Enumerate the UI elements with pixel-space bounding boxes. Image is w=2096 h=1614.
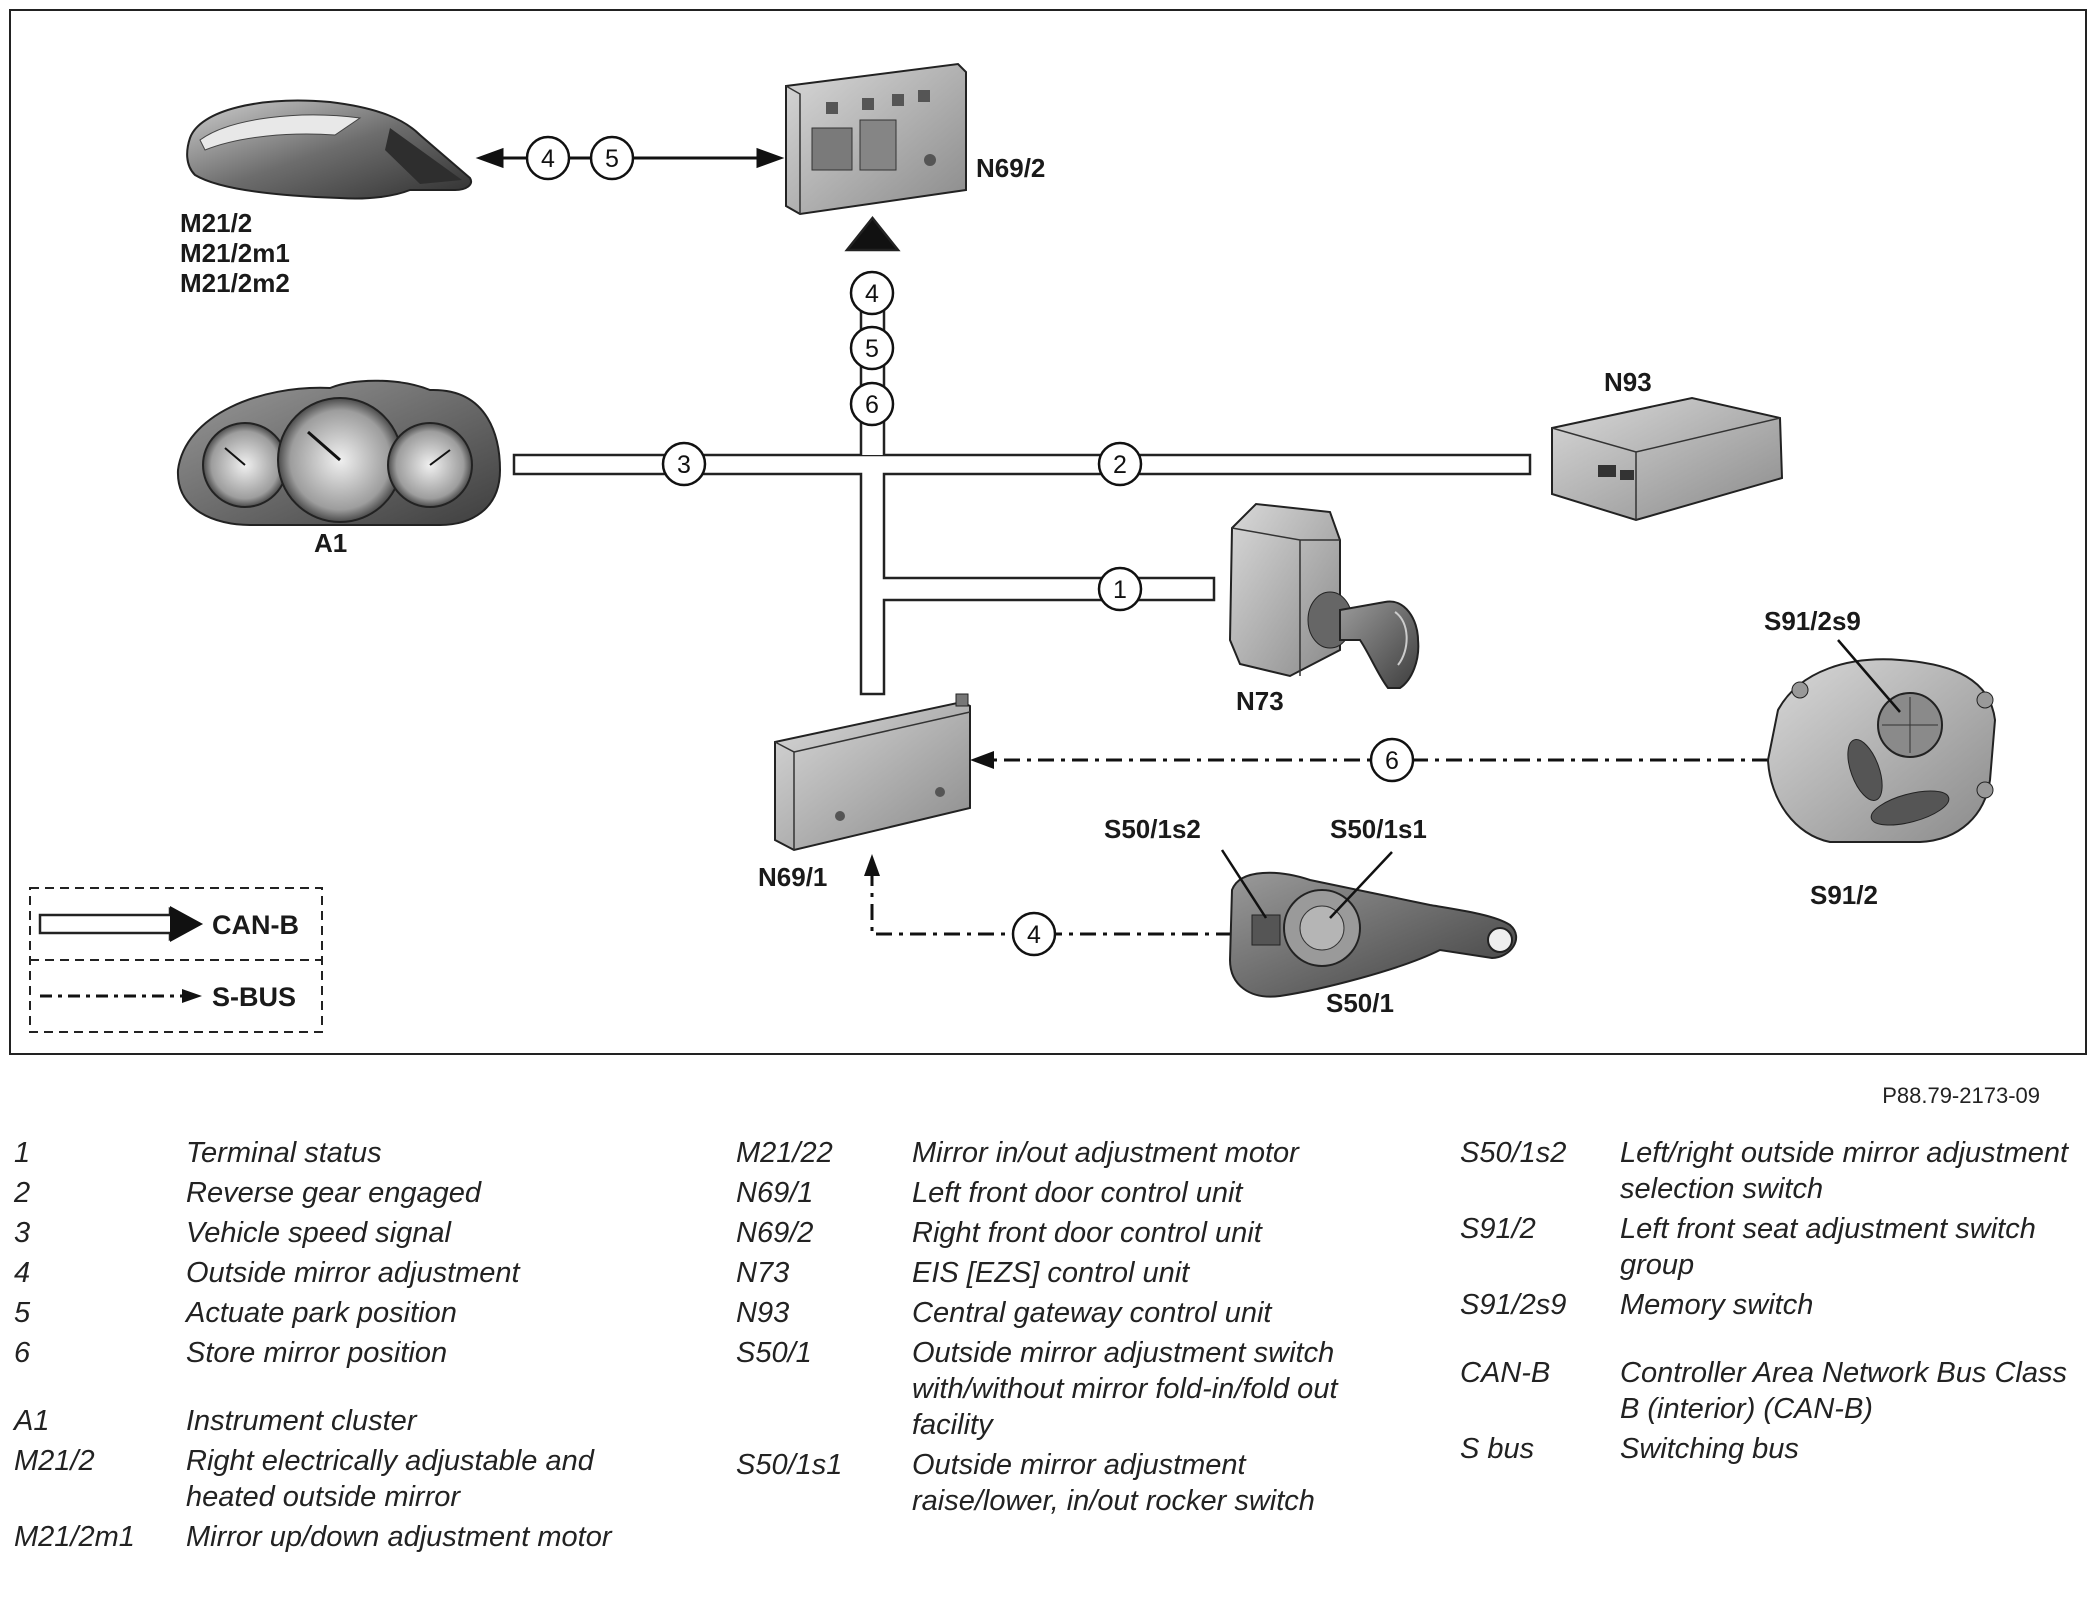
s91-2-seat-switch-illustration [1766, 639, 1997, 843]
signal-circle-up-5: 5 [849, 325, 895, 371]
label-a1: A1 [314, 528, 347, 558]
signal-circle-sbus-4: 4 [1011, 911, 1057, 957]
label-m21-2m1: M21/2m1 [180, 238, 290, 268]
label-m21-2: M21/2 [180, 208, 252, 238]
svg-text:4: 4 [541, 145, 555, 173]
label-n69-2: N69/2 [976, 153, 1045, 183]
label-s91-2: S91/2 [1810, 880, 1878, 910]
signal-circles: 4 5 4 5 6 3 2 1 6 4 [525, 135, 1415, 957]
label-m21-2m2: M21/2m2 [180, 268, 290, 298]
diagram-frame [9, 9, 2087, 1055]
bus-legend: CAN-B S-BUS [29, 887, 323, 1033]
legend-can-b-label: CAN-B [212, 910, 299, 940]
svg-text:4: 4 [1027, 921, 1041, 949]
label-s50-1s2: S50/1s2 [1104, 814, 1201, 844]
svg-text:5: 5 [865, 335, 879, 363]
svg-text:1: 1 [1113, 576, 1127, 604]
instrument-cluster-illustration [176, 379, 502, 526]
signal-circle-up-4: 4 [849, 270, 895, 316]
signal-circle-bus-3: 3 [661, 441, 707, 487]
n73-ignition-illustration [1228, 502, 1420, 689]
label-s50-1s1: S50/1s1 [1330, 814, 1427, 844]
n69-1-control-unit [774, 693, 971, 852]
label-n73: N73 [1236, 686, 1284, 716]
signal-circle-bus-1: 1 [1097, 566, 1143, 612]
svg-text:4: 4 [865, 280, 879, 308]
svg-text:3: 3 [677, 451, 691, 479]
signal-circle-bus-2: 2 [1097, 441, 1143, 487]
n69-2-control-unit [785, 62, 967, 216]
figure-reference: P88.79-2173-09 [1882, 1083, 2040, 1108]
label-n69-1: N69/1 [758, 862, 827, 892]
label-s91-2s9: S91/2s9 [1764, 606, 1861, 636]
label-s50-1: S50/1 [1326, 988, 1394, 1018]
s-bus-arrowhead-n69-1 [970, 751, 994, 769]
svg-text:5: 5 [605, 145, 619, 173]
svg-text:6: 6 [865, 391, 879, 419]
signal-circle-up-6: 6 [849, 381, 895, 427]
outside-mirror-illustration [186, 99, 472, 200]
svg-text:2: 2 [1113, 451, 1127, 479]
label-n93: N93 [1604, 367, 1652, 397]
signal-circle-sbus-6: 6 [1369, 737, 1415, 783]
svg-text:6: 6 [1385, 747, 1399, 775]
wiring-diagram: 4 5 4 5 6 3 2 1 6 4 [9, 9, 2087, 1055]
signal-circle-mirror-4: 4 [525, 135, 571, 181]
legend-s-bus-label: S-BUS [212, 982, 296, 1012]
s-bus-arrowhead-up [864, 854, 880, 876]
s50-1-mirror-switch-illustration [1220, 849, 1518, 998]
n93-gateway-illustration [1551, 396, 1784, 522]
signal-circle-mirror-5: 5 [589, 135, 635, 181]
